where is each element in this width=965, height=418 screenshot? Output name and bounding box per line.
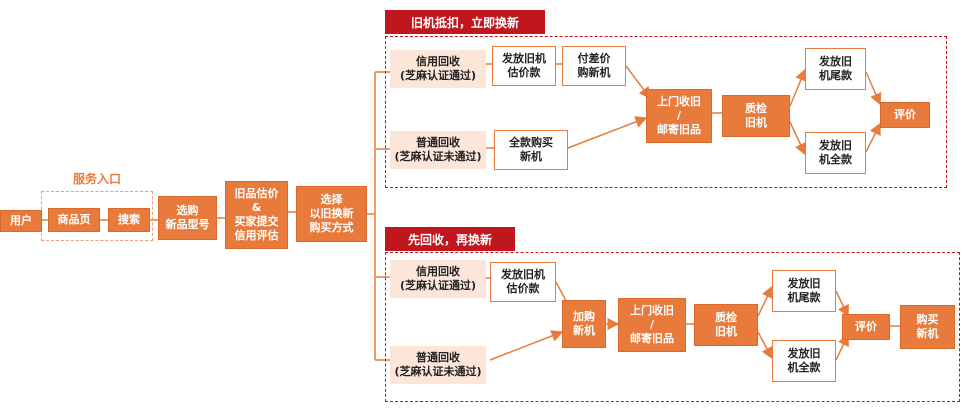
top-review: 评价 xyxy=(880,102,930,128)
bottom-add-new: 加购 新机 xyxy=(562,300,606,348)
top-banner: 旧机抵扣，立即换新 xyxy=(385,10,545,34)
top-pickup: 上门收旧 / 邮寄旧品 xyxy=(646,89,712,143)
estimate-node: 旧品估价 & 买家提交 信用评估 xyxy=(225,181,288,249)
bottom-buy-new: 购买 新机 xyxy=(900,305,955,349)
top-pay-diff: 付差价 购新机 xyxy=(562,46,626,86)
bottom-group-box xyxy=(385,252,960,402)
bottom-normal-recycle: 普通回收 (芝麻认证未通过) xyxy=(390,346,486,384)
top-full-payout: 发放旧 机全款 xyxy=(805,132,866,174)
user-node: 用户 xyxy=(0,210,42,232)
bottom-review: 评价 xyxy=(842,314,890,340)
entry-label: 服务入口 xyxy=(73,172,122,186)
arrow-top-fullpay-to-pickup xyxy=(567,116,648,149)
choose-model-node: 选购 新品型号 xyxy=(158,196,217,240)
arrow-bottom-inspect-to-balance xyxy=(757,285,773,317)
top-balance: 发放旧 机尾款 xyxy=(805,48,866,90)
top-credit-recycle: 信用回收 (芝麻认证通过) xyxy=(390,50,486,88)
top-group-box xyxy=(385,36,947,188)
bottom-full-payout: 发放旧 机全款 xyxy=(772,340,836,382)
arrow-top-fullpayout-to-review xyxy=(865,122,881,153)
bottom-credit-recycle: 信用回收 (芝麻认证通过) xyxy=(390,260,486,298)
bottom-inspect: 质检 旧机 xyxy=(694,304,758,346)
bottom-issue-old-price: 发放旧机 估价款 xyxy=(490,262,556,302)
bottom-banner: 先回收，再换新 xyxy=(385,227,515,251)
arrow-top-inspect-to-fullpayout xyxy=(789,121,806,156)
arrow-top-balance-to-review xyxy=(865,71,882,106)
choose-method-node: 选择 以旧换新 购买方式 xyxy=(296,186,367,242)
bottom-pickup: 上门收旧 / 邮寄旧品 xyxy=(618,298,686,352)
top-normal-recycle: 普通回收 (芝麻认证未通过) xyxy=(390,131,486,169)
top-inspect: 质检 旧机 xyxy=(722,95,790,137)
top-issue-old-price: 发放旧机 估价款 xyxy=(492,46,556,86)
arrow-bottom-balance-to-review xyxy=(835,290,849,318)
top-full-pay: 全款购买 新机 xyxy=(494,130,568,170)
bottom-balance: 发放旧 机尾款 xyxy=(772,270,836,312)
product-page-node: 商品页 xyxy=(48,208,100,232)
search-node: 搜索 xyxy=(108,208,150,232)
arrow-bottom-normal-to-add xyxy=(489,330,564,361)
arrow-bottom-inspect-to-fullpayout xyxy=(757,331,773,360)
arrow-top-inspect-to-balance xyxy=(789,68,807,107)
